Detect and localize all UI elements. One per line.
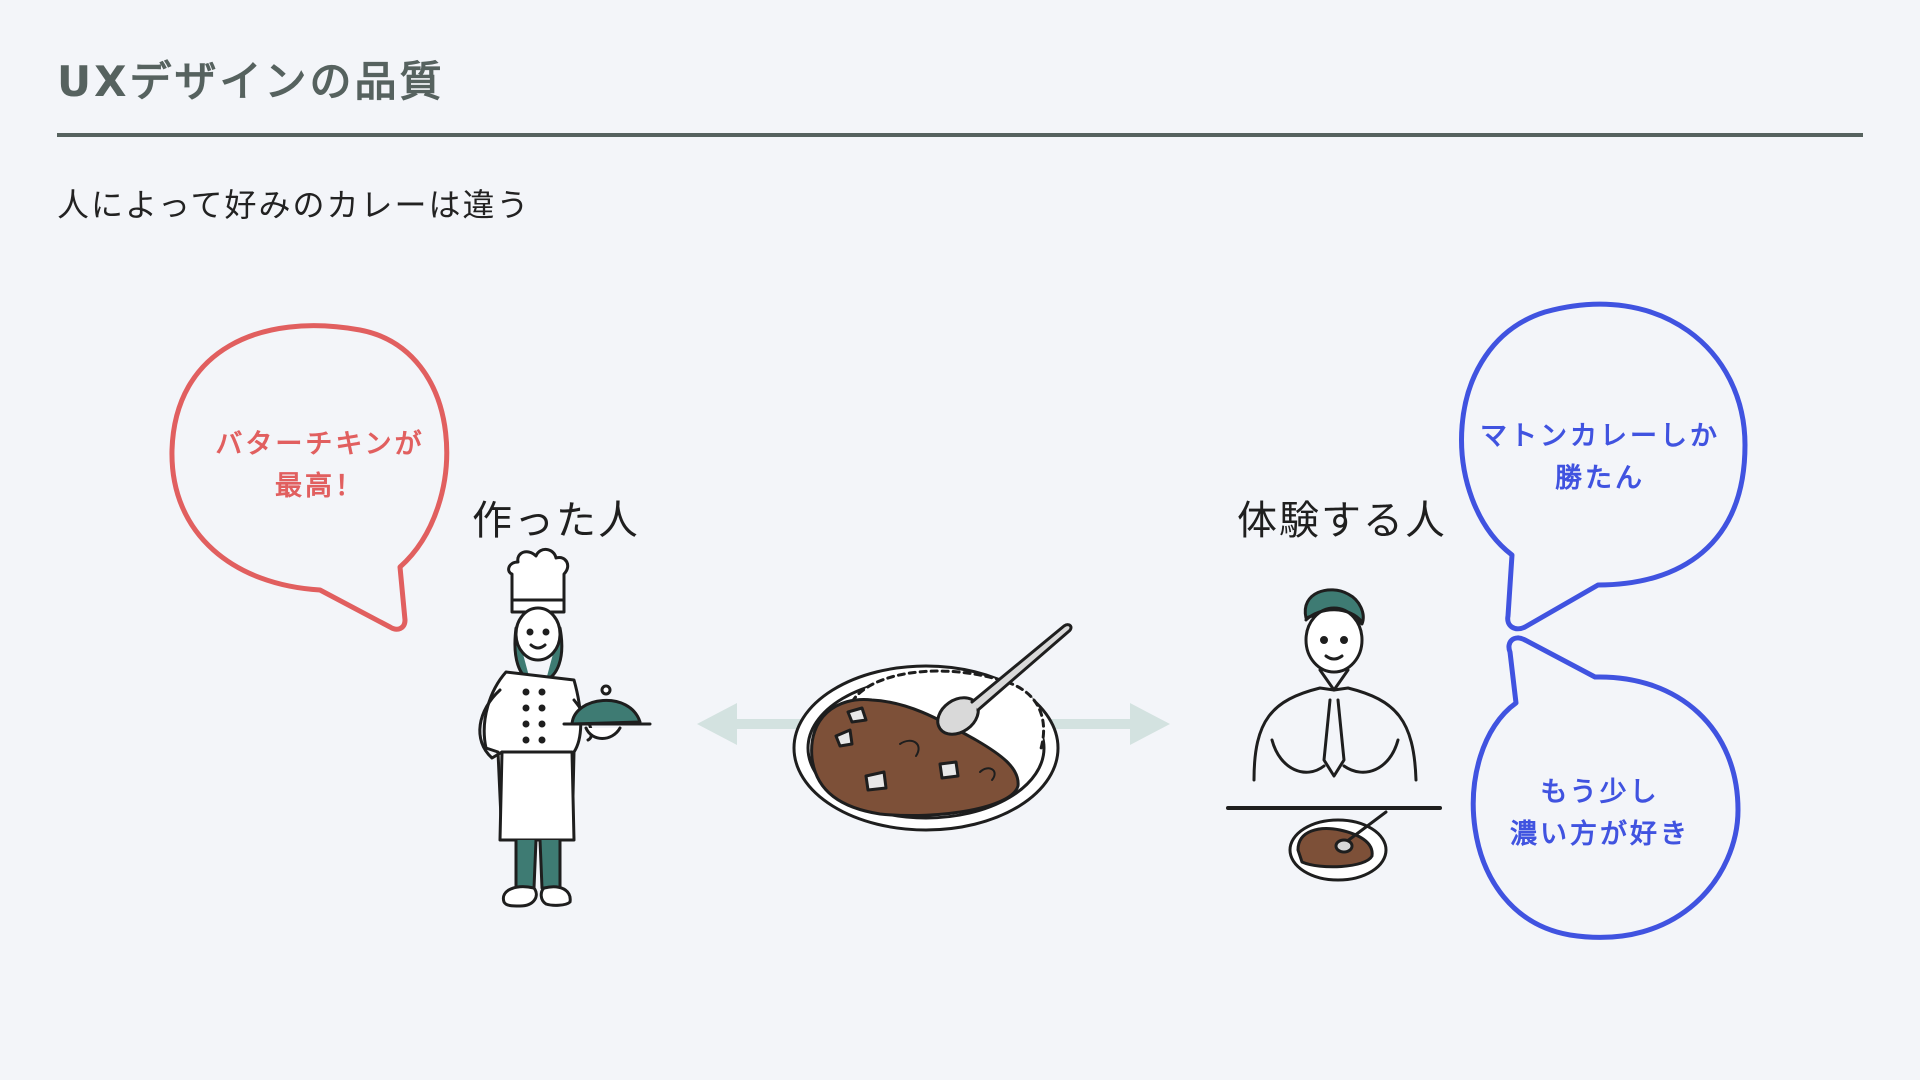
- user-speech-bubble-top: [1459, 301, 1748, 632]
- slide-subtitle: 人によって好みのカレーは違う: [57, 186, 531, 224]
- title-divider: [57, 133, 1863, 137]
- user-bubble-bottom-line1: もう少し: [1540, 777, 1660, 808]
- maker-label: 作った人: [472, 498, 640, 544]
- maker-bubble-text: バターチキンが 最高！: [190, 424, 450, 508]
- customer-icon: [1226, 588, 1442, 882]
- slide-title: UXデザインの品質: [57, 57, 445, 106]
- user-bubble-bottom-text: もう少し 濃い方が好き: [1480, 772, 1720, 856]
- maker-speech-bubble: [169, 323, 450, 632]
- maker-bubble-line1: バターチキンが: [215, 429, 425, 460]
- curry-plate-icon: [792, 623, 1073, 832]
- chef-icon: [478, 548, 652, 908]
- user-label: 体験する人: [1237, 498, 1447, 544]
- user-bubble-bottom-line2: 濃い方が好き: [1510, 819, 1690, 850]
- user-bubble-top-line1: マトンカレーしか: [1480, 421, 1720, 452]
- user-speech-bubble-bottom: [1470, 635, 1741, 940]
- user-bubble-top-line2: 勝たん: [1555, 463, 1645, 494]
- maker-bubble-line2: 最高！: [275, 471, 365, 502]
- user-bubble-top-text: マトンカレーしか 勝たん: [1460, 416, 1740, 500]
